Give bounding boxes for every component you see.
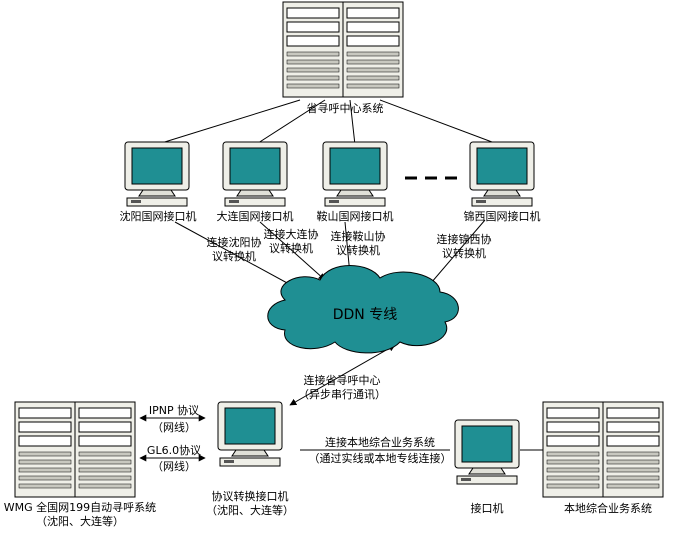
label-converter-1: 协议转换接口机: [211, 490, 289, 503]
pc-jinzhou: [469, 141, 535, 207]
edge-dalian-2: 议转换机: [269, 242, 313, 255]
edge-center-2: （异步串行通讯）: [298, 388, 386, 401]
edge-gl-2: （网线）: [152, 460, 196, 473]
edge-ipnp-2: （网线）: [152, 421, 196, 434]
edge-shenyang-1: 连接沈阳协: [206, 236, 262, 249]
label-pc-anshan: 鞍山国网接口机: [316, 210, 394, 223]
ddn-cloud: [267, 265, 459, 354]
center-server: [283, 2, 403, 97]
label-converter-2: （沈阳、大连等）: [206, 504, 294, 517]
label-interface-pc: 接口机: [470, 502, 504, 515]
label-pc-shenyang: 沈阳国网接口机: [119, 210, 197, 223]
edge-jinzhou-2: 议转换机: [442, 247, 486, 260]
label-pc-jinzhou: 锦西国网接口机: [463, 210, 541, 223]
converter-pc: [217, 401, 283, 467]
label-wmg-1: WMG 全国网199自动寻呼系统: [3, 501, 157, 514]
edge-jinzhou-1: 连接锦西协: [436, 233, 492, 246]
edge-anshan-1: 连接鞍山协: [330, 230, 386, 243]
pc-anshan: [322, 141, 388, 207]
edge-shenyang-2: 议转换机: [212, 250, 256, 263]
label-ddn: DDN 专线: [332, 307, 398, 323]
edge-local-1: 连接本地综合业务系统: [325, 436, 435, 449]
pc-shenyang: [124, 141, 190, 207]
pc-dalian: [222, 141, 288, 207]
local-server: [543, 402, 663, 497]
label-local-server: 本地综合业务系统: [564, 502, 652, 515]
edge-ipnp-1: IPNP 协议: [148, 404, 200, 417]
edge-anshan-2: 议转换机: [336, 244, 380, 257]
edge-gl-1: GL6.0协议: [146, 444, 202, 457]
label-pc-dalian: 大连国网接口机: [216, 210, 294, 223]
interface-pc: [454, 419, 520, 485]
label-center-server: 省寻呼中心系统: [306, 102, 384, 115]
edge-dalian-1: 连接大连协: [263, 228, 319, 241]
label-wmg-2: （沈阳、大连等）: [36, 515, 124, 528]
wmg-server: [15, 402, 135, 497]
edge-center-1: 连接省寻呼中心: [303, 374, 381, 387]
edge-local-2: （通过实线或本地专线连接）: [308, 452, 452, 465]
